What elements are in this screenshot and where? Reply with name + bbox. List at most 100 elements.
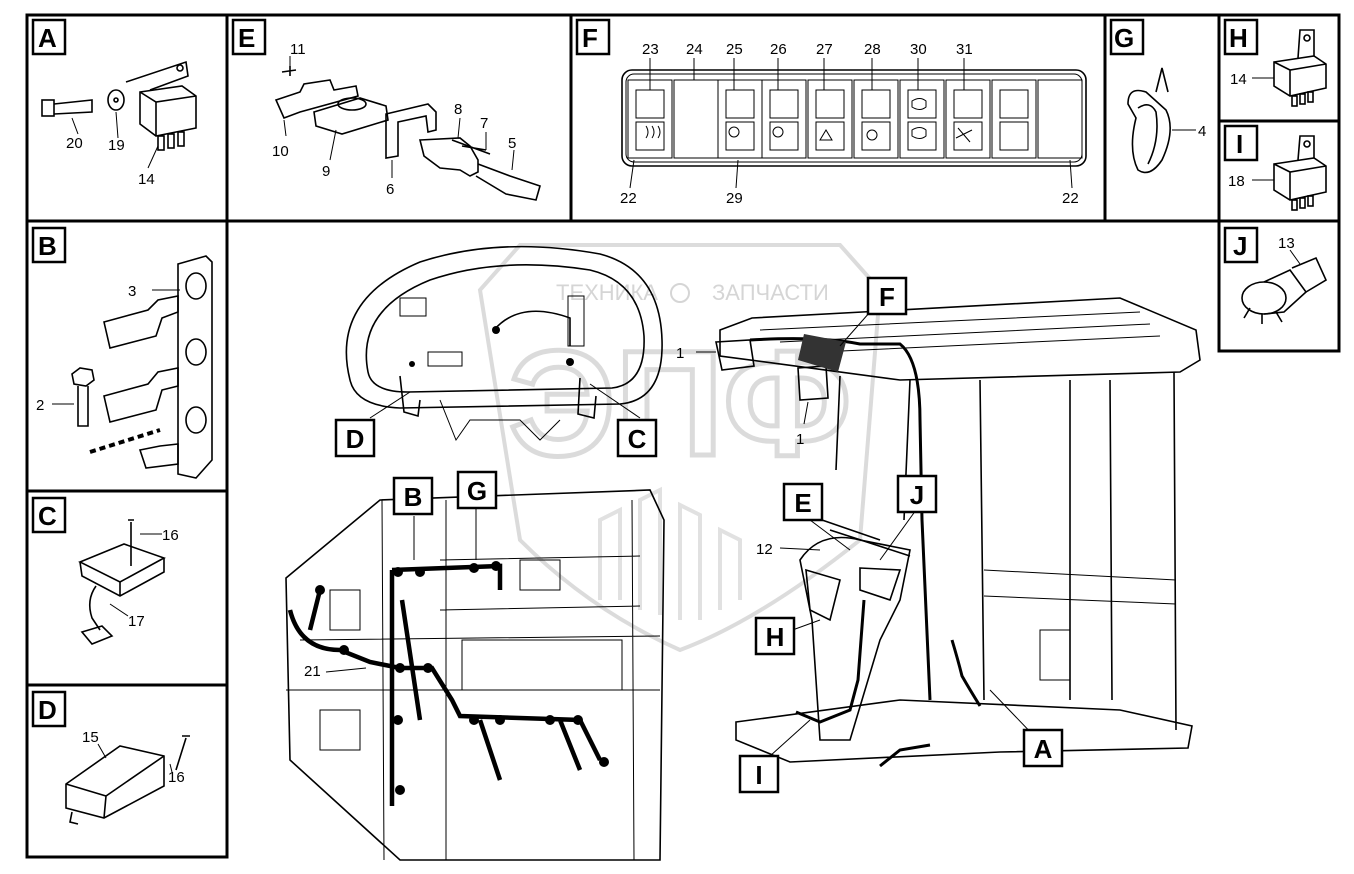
switch-panel-frame [621, 69, 1087, 167]
ref-box-g [456, 470, 498, 510]
beacon-icon [866, 129, 878, 141]
ref-letter-a: A [1034, 734, 1053, 764]
panel-f-letter: F [582, 23, 598, 53]
leader-line [1069, 159, 1073, 189]
ref-box-a [1022, 728, 1064, 768]
relay-14-icon [125, 60, 197, 151]
ref-letter-c: C [628, 424, 647, 454]
switch-slot [761, 79, 807, 159]
callout-31: 31 [956, 41, 973, 58]
ref-box-j [896, 474, 938, 514]
switch-icons [645, 98, 973, 143]
panel-a: A 20 19 14 [31, 18, 197, 188]
bolt-20-icon [41, 99, 93, 117]
callout-16c: 16 [162, 527, 179, 544]
callout-15: 15 [82, 729, 99, 746]
harness-connectors [315, 561, 609, 795]
panel-j: J 13 [1223, 226, 1328, 324]
panel-e: E 11 10 9 6 8 7 5 [231, 18, 541, 201]
callout-21: 21 [304, 663, 321, 680]
panel-f: F 23 24 25 26 27 28 30 31 22 29 22 [575, 18, 1087, 207]
screw-16d-icon [175, 735, 190, 771]
switch-rocker-bottom [999, 121, 1029, 151]
leader-line [735, 159, 739, 189]
ref-box-e [782, 482, 824, 522]
gear-icon [670, 283, 690, 303]
switch-slot [1037, 79, 1083, 159]
panel-frames [25, 13, 1341, 859]
ref-box-i [738, 754, 780, 794]
callout-14h: 14 [1230, 71, 1247, 88]
ignition-switch-13-icon [1241, 256, 1328, 324]
callout-13: 13 [1278, 235, 1295, 252]
wiring-harness [287, 563, 603, 806]
switch-slot [717, 79, 763, 159]
panel-d-letter: D [38, 695, 57, 725]
relay-18-icon [1273, 135, 1327, 211]
watermark-right: ЗАПЧАСТИ [712, 280, 829, 305]
switch-rocker-top [725, 89, 755, 119]
panel-a-letter: A [38, 23, 57, 53]
switch-rocker-top [999, 89, 1029, 119]
switch-rocker-bottom [953, 121, 983, 151]
connectors-1 [715, 334, 846, 401]
callout-12: 12 [756, 541, 773, 558]
switch-slot [807, 79, 853, 159]
callout-22b: 22 [1062, 190, 1079, 207]
ref-letter-h: H [766, 622, 785, 652]
switch-slot [899, 79, 945, 159]
ref-letter-e: E [794, 488, 811, 518]
callout-30: 30 [910, 41, 927, 58]
relay-14h-icon [1273, 29, 1327, 107]
switch-rocker-bottom [815, 121, 845, 151]
callout-2: 2 [36, 397, 44, 414]
switch-rocker-top [815, 89, 845, 119]
panel-g-letter: G [1114, 23, 1134, 53]
panel-j-letter: J [1233, 231, 1247, 261]
cab-harness [749, 337, 982, 768]
callout-28: 28 [864, 41, 881, 58]
panel-b-letter: B [38, 231, 57, 261]
callout-1b: 1 [796, 431, 804, 448]
screw-16-icon [128, 519, 134, 566]
callout-1a: 1 [676, 345, 684, 362]
switch-slot [853, 79, 899, 159]
ref-box-h [754, 616, 796, 656]
wiper-icon [728, 126, 740, 138]
panel-i: I 18 [1223, 124, 1327, 211]
ref-letter-b: B [404, 482, 423, 512]
bolt-2-icon [71, 367, 161, 454]
screw-11-icon [281, 66, 297, 76]
switch-rocker-bottom [769, 121, 799, 151]
ref-leaders [369, 311, 1039, 757]
ref-letter-g: G [467, 476, 487, 506]
module-15-icon [65, 745, 165, 825]
callout-25: 25 [726, 41, 743, 58]
switch-rocker-top [635, 89, 665, 119]
clamp-10-icon [274, 79, 359, 120]
callout-6: 6 [386, 181, 394, 198]
ref-letter-j: J [910, 480, 924, 510]
cable-tie-4-icon [1127, 89, 1171, 174]
callout-27: 27 [816, 41, 833, 58]
panel-e-letter: E [238, 23, 255, 53]
ref-box-f [866, 276, 908, 316]
switch-rocker-bottom [861, 121, 891, 151]
switch-slot [945, 79, 991, 159]
leader-line [629, 159, 635, 189]
panel-c: C 16 17 [31, 496, 179, 645]
switch-rocker-top [907, 89, 937, 119]
headlight-icon [911, 98, 927, 110]
panel-d: D 15 16 [31, 690, 190, 825]
ref-box-d [334, 418, 376, 458]
panel-c-letter: C [38, 501, 57, 531]
callout-26: 26 [770, 41, 787, 58]
callout-20: 20 [66, 135, 83, 152]
ref-box-c [616, 418, 658, 458]
heater-icon [645, 125, 661, 139]
switch-5-icon [418, 137, 479, 177]
switch-rocker-bottom [635, 121, 665, 151]
switch-rocker-bottom [725, 121, 755, 151]
